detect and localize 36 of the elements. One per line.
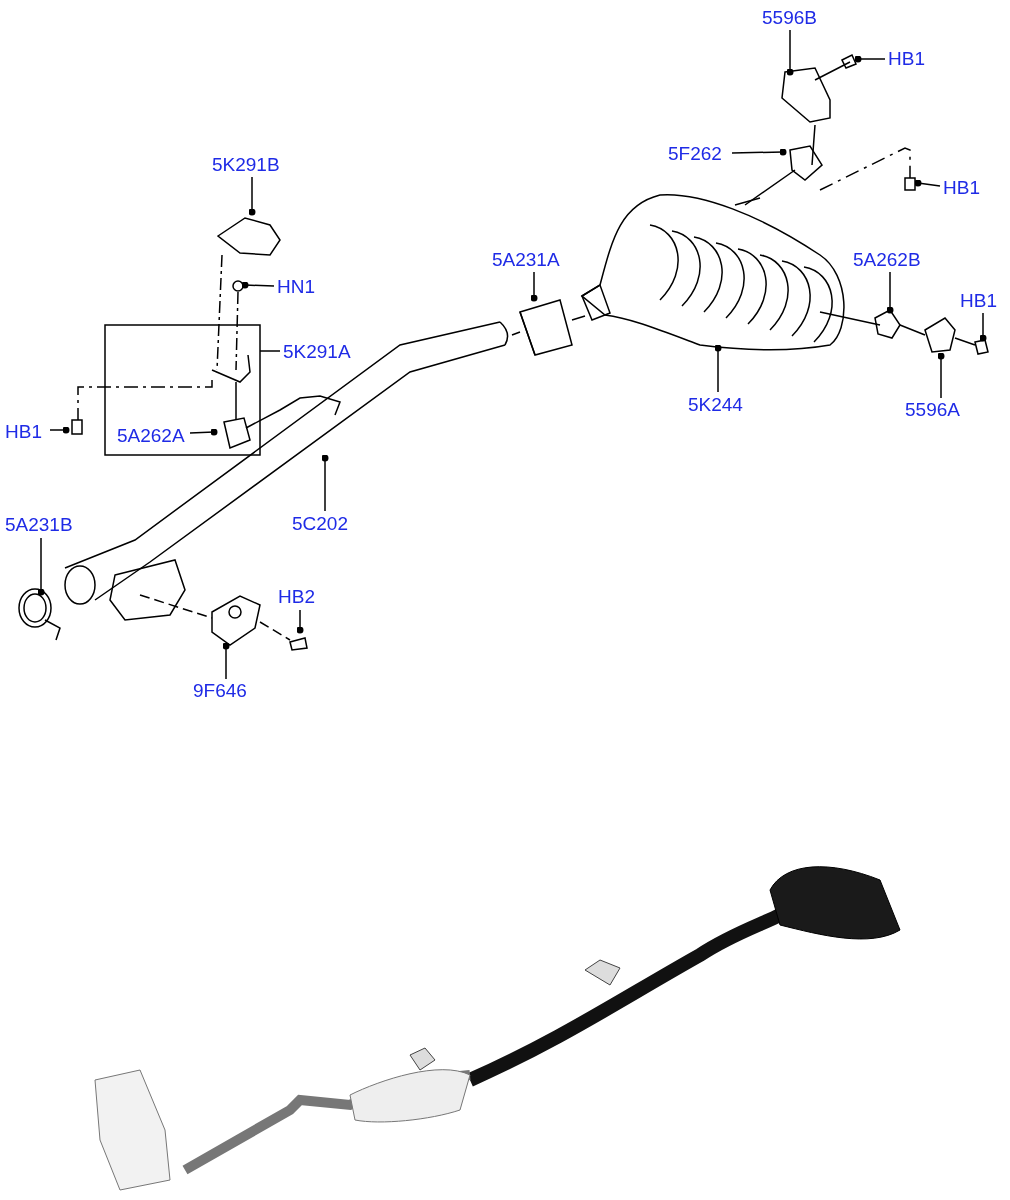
part-number: 9F646 <box>193 680 247 702</box>
part-number: 5A231A <box>492 249 560 271</box>
leader-line <box>854 55 886 63</box>
part-number: 5A231B <box>5 514 73 536</box>
leader-line <box>937 352 945 399</box>
leader-line <box>321 454 329 512</box>
leader-line <box>37 537 45 596</box>
leader-line <box>786 29 794 76</box>
leader-line <box>731 148 787 156</box>
part-number: HB1 <box>5 421 42 443</box>
part-number: 5K291A <box>283 341 351 363</box>
part-number: 5C202 <box>292 513 348 535</box>
part-number: HB1 <box>960 290 997 312</box>
part-number: 5F262 <box>668 143 722 165</box>
leader-line <box>248 176 256 216</box>
part-number: 5A262B <box>853 249 921 271</box>
part-number: 5596B <box>762 7 817 29</box>
leader-line <box>49 426 70 434</box>
leader-line <box>714 344 722 393</box>
leader-line <box>222 642 230 680</box>
leader-line <box>189 428 218 436</box>
part-number: 5A262A <box>117 425 185 447</box>
leader-line <box>259 350 281 352</box>
leader-line <box>886 271 894 314</box>
part-number: 5596A <box>905 399 960 421</box>
part-number: 5K291B <box>212 154 280 176</box>
leader-line <box>530 271 538 302</box>
part-number: HB1 <box>888 48 925 70</box>
part-number: HB2 <box>278 586 315 608</box>
leader-line <box>241 281 275 289</box>
leader-line <box>914 179 941 187</box>
part-number: 5K244 <box>688 394 743 416</box>
part-number: HN1 <box>277 276 315 298</box>
leader-line <box>979 312 987 342</box>
leader-line <box>296 609 304 634</box>
part-number: HB1 <box>943 177 980 199</box>
